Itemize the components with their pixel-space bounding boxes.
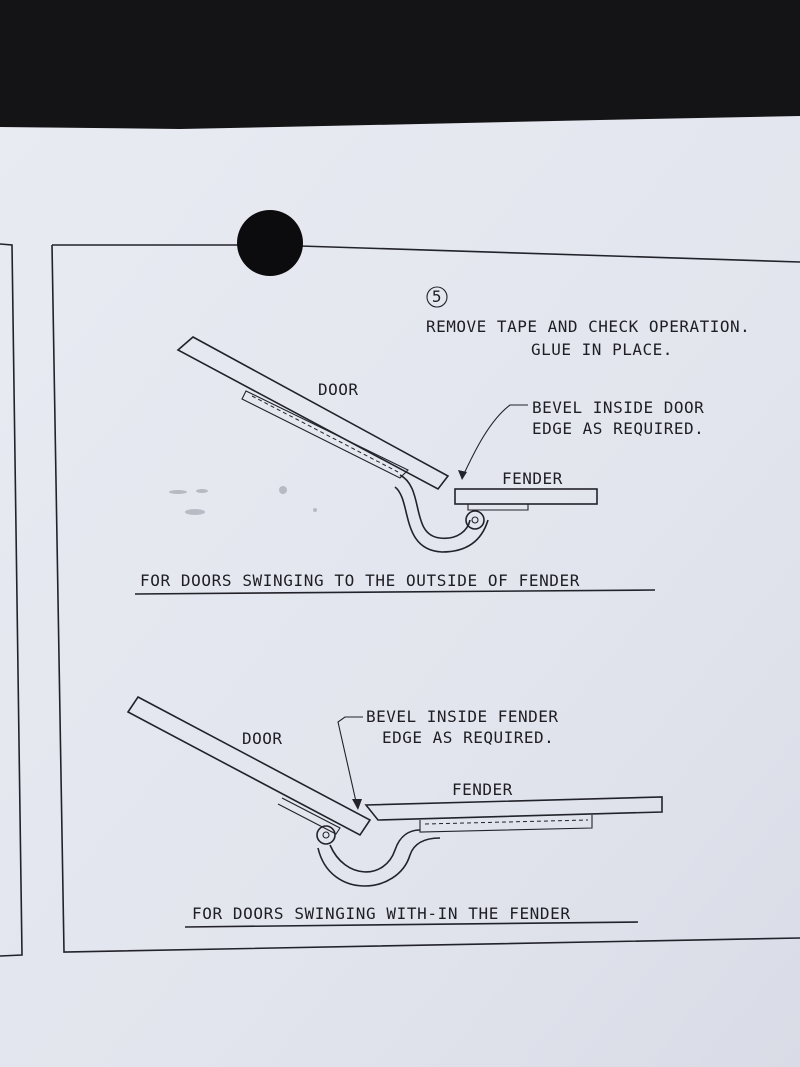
fender-panel bbox=[454, 488, 598, 505]
hinge-knuckle-outer bbox=[317, 837, 441, 887]
punch-hole bbox=[237, 210, 303, 276]
diagram-caption: FOR DOORS SWINGING WITH-IN THE FENDER bbox=[192, 904, 571, 923]
bevel-note-line1: BEVEL INSIDE FENDER bbox=[366, 707, 559, 726]
hinge-leaf bbox=[277, 797, 341, 835]
door-panel bbox=[126, 695, 372, 837]
bevel-leader bbox=[337, 716, 363, 807]
bevel-note-line2: EDGE AS REQUIRED. bbox=[532, 419, 704, 438]
door-label: DOOR bbox=[242, 729, 283, 748]
step-number: 5 bbox=[432, 287, 442, 306]
hinge-pin-icon bbox=[316, 825, 336, 845]
fender-hinge-plate bbox=[467, 504, 529, 511]
step-number-circle bbox=[426, 286, 448, 308]
diagram-outside: DOOR FENDER BEVEL INSIDE DOOR EDGE AS RE… bbox=[134, 336, 704, 595]
hinge-pin-center-icon bbox=[471, 516, 479, 524]
step-header: 5 REMOVE TAPE AND CHECK OPERATION. GLUE … bbox=[426, 286, 750, 359]
hinge-pin-center-icon bbox=[322, 831, 330, 839]
fender-hinge-dash bbox=[424, 819, 589, 825]
bevel-arrow-icon bbox=[458, 470, 467, 480]
door-panel bbox=[176, 336, 450, 491]
hinge-pin-icon bbox=[465, 510, 485, 530]
hinge-knuckle-outer bbox=[394, 486, 489, 553]
bevel-note-line1: BEVEL INSIDE DOOR bbox=[532, 398, 704, 417]
smudge-marks bbox=[169, 486, 317, 515]
bevel-leader bbox=[461, 404, 528, 479]
fender-label: FENDER bbox=[502, 469, 563, 488]
fender-panel bbox=[364, 796, 663, 821]
hinge-leaf bbox=[241, 390, 409, 479]
main-panel-border bbox=[51, 244, 800, 953]
diagram-caption: FOR DOORS SWINGING TO THE OUTSIDE OF FEN… bbox=[140, 571, 580, 590]
left-panel-border bbox=[0, 243, 23, 957]
bevel-arrow-icon bbox=[352, 799, 362, 810]
caption-underline bbox=[134, 589, 656, 595]
step-instruction-line1: REMOVE TAPE AND CHECK OPERATION. bbox=[426, 317, 750, 336]
bevel-note-line2: EDGE AS REQUIRED. bbox=[382, 728, 554, 747]
fender-hinge-plate bbox=[419, 815, 593, 833]
hinge-knuckle bbox=[399, 474, 471, 540]
step-instruction-line2: GLUE IN PLACE. bbox=[531, 340, 673, 359]
diagram-within: DOOR FENDER BEVEL INSIDE FENDER EDGE AS … bbox=[126, 695, 663, 928]
caption-underline bbox=[184, 921, 639, 928]
door-label: DOOR bbox=[318, 380, 359, 399]
fender-label: FENDER bbox=[452, 780, 513, 799]
hinge-knuckle bbox=[329, 829, 421, 873]
